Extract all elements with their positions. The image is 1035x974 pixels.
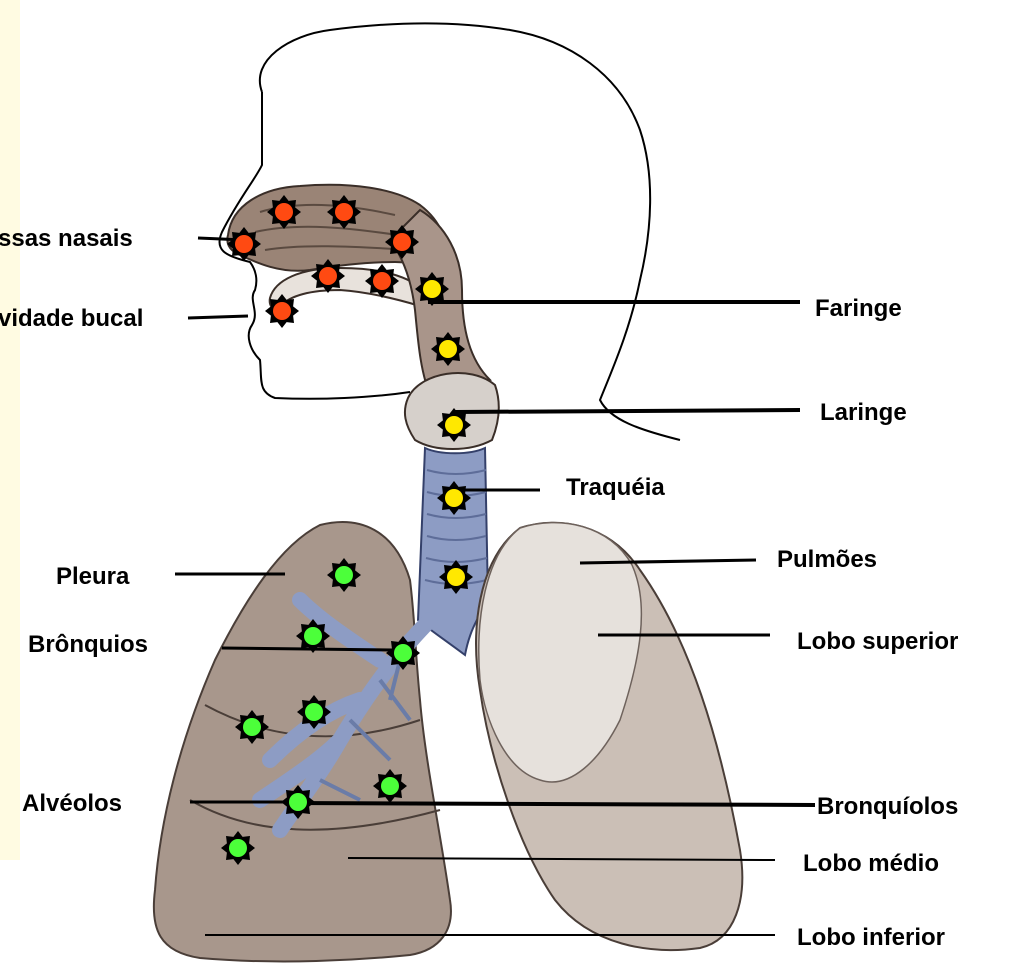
marker-middle-2 <box>431 332 465 366</box>
label-faringe: Faringe <box>815 295 902 322</box>
label-fossas-nasais: ssas nasais <box>0 225 133 252</box>
marker-middle-5 <box>439 560 473 594</box>
label-laringe: Laringe <box>820 399 907 426</box>
marker-upper-6 <box>365 264 399 298</box>
label-alveolos: Alvéolos <box>22 790 122 817</box>
marker-lower-4 <box>297 695 331 729</box>
label-traqueia: Traquéia <box>566 474 665 501</box>
marker-lower-1 <box>327 558 361 592</box>
marker-middle-1 <box>415 272 449 306</box>
leader-laringe <box>455 410 800 412</box>
right-lung <box>154 522 451 961</box>
marker-upper-3 <box>227 227 261 261</box>
marker-upper-2 <box>327 195 361 229</box>
marker-upper-5 <box>311 259 345 293</box>
marker-lower-8 <box>221 831 255 865</box>
marker-middle-4 <box>437 481 471 515</box>
left-edge-strip <box>0 0 20 860</box>
label-lobo-medio: Lobo médio <box>803 850 939 877</box>
marker-lower-3 <box>386 636 420 670</box>
leader-bronquios <box>222 648 392 650</box>
label-cavidade-bucal: vidade bucal <box>0 305 143 332</box>
marker-upper-4 <box>385 225 419 259</box>
label-pulmoes: Pulmões <box>777 546 877 573</box>
leader-cavidade-bucal <box>188 316 248 318</box>
marker-lower-2 <box>296 619 330 653</box>
label-lobo-inferior: Lobo inferior <box>797 924 945 951</box>
label-pleura: Pleura <box>56 563 130 590</box>
marker-middle-3 <box>437 408 471 442</box>
label-bronquios: Brônquios <box>28 631 148 658</box>
marker-upper-1 <box>267 195 301 229</box>
marker-lower-5 <box>235 710 269 744</box>
leader-bronquiolos <box>290 803 815 805</box>
marker-upper-7 <box>265 294 299 328</box>
marker-lower-6 <box>373 769 407 803</box>
label-lobo-superior: Lobo superior <box>797 628 958 655</box>
marker-lower-7 <box>281 785 315 819</box>
oral-cavity <box>270 268 429 309</box>
label-bronquiolos: Bronquíolos <box>817 793 958 820</box>
